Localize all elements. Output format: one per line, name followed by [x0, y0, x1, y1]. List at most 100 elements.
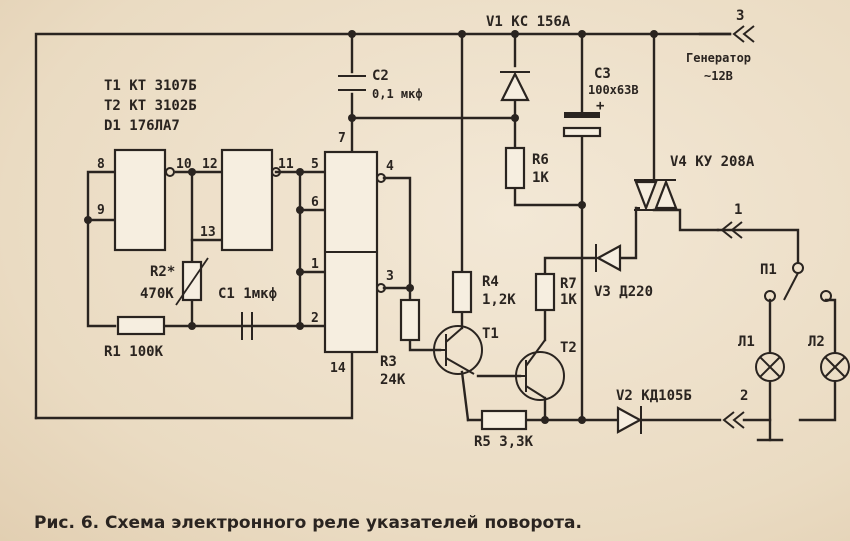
pin-14: 14 — [330, 361, 346, 376]
gate-d1-2 — [220, 148, 281, 252]
c3-polarity: + — [596, 98, 604, 114]
pin-12: 12 — [202, 157, 218, 172]
junction — [188, 168, 196, 176]
resistor-r1 — [116, 315, 166, 336]
pin-7: 7 — [338, 131, 346, 146]
connector-generator — [732, 25, 755, 43]
supply-rail-top — [34, 32, 732, 420]
v4-label: V4 КУ 208А — [670, 154, 755, 170]
v1-label: V1 КС 156А — [486, 14, 571, 30]
switch-feed-wire — [716, 228, 800, 264]
resistor-r7 — [534, 272, 556, 312]
lamp-l1-label: Л1 — [738, 334, 755, 350]
generator-name: Генератор — [686, 51, 751, 65]
lamp2-wire-bottom — [798, 380, 837, 422]
terminal-1-label: 1 — [734, 202, 742, 218]
resistor-r5 — [480, 409, 528, 431]
junction — [578, 201, 586, 209]
v3-label: V3 Д220 — [594, 284, 653, 300]
diode-v2 — [616, 406, 643, 434]
component-labels: V1 КС 156А C2 0,1 мкф C3 100х63В + R6 1К… — [104, 8, 825, 450]
pin-4: 4 — [386, 159, 394, 174]
junction — [348, 30, 356, 38]
r7-value: 1К — [560, 292, 577, 308]
parts-list: T1 КТ 3107Б T2 КТ 3102Б D1 176ЛА7 — [104, 78, 197, 134]
r2-value: 470К — [140, 286, 174, 302]
switch-label: П1 — [760, 262, 777, 278]
generator-voltage: ~12В — [704, 69, 733, 83]
trimmer-arrow — [175, 257, 209, 306]
pin-3: 3 — [386, 269, 394, 284]
t1-collector-wire — [460, 370, 470, 422]
junction — [84, 216, 92, 224]
pin-1: 1 — [311, 257, 319, 272]
pin-11: 11 — [278, 157, 294, 172]
inverter-bubble — [271, 167, 281, 177]
lamp-l1 — [755, 352, 785, 382]
pin-5: 5 — [311, 157, 319, 172]
r6-value: 1К — [532, 170, 549, 186]
switch-p1 — [764, 262, 832, 302]
r4-value: 1,2К — [482, 292, 516, 308]
parts-list-t2: T2 КТ 3102Б — [104, 98, 197, 114]
gate-d1-3-4 — [323, 150, 386, 354]
generator-pin: 3 — [736, 8, 744, 24]
c1-label: C1 1мкф — [218, 286, 277, 302]
c3-value: 100х63В — [588, 83, 639, 97]
junction — [458, 30, 466, 38]
junction — [511, 30, 519, 38]
r3-label: R3 — [380, 354, 397, 370]
junction — [541, 416, 549, 424]
pin-6: 6 — [311, 195, 319, 210]
junction — [296, 206, 304, 214]
pin4-r3-wire — [382, 176, 412, 302]
junction — [578, 416, 586, 424]
junction — [406, 284, 414, 292]
gate1-input-loop — [86, 170, 117, 328]
parts-list-d1: D1 176ЛА7 — [104, 118, 180, 134]
r3-value: 24К — [380, 372, 406, 388]
figure-caption: Рис. 6. Схема электронного реле указател… — [34, 513, 582, 533]
r7-label: R7 — [560, 276, 577, 292]
capacitor-c1 — [241, 312, 253, 340]
diode-v3 — [595, 244, 622, 272]
inverter-bubble — [376, 173, 386, 183]
lamp2-wire-top — [824, 298, 837, 354]
pin-13: 13 — [200, 225, 216, 240]
junction — [296, 268, 304, 276]
lamp-l2-label: Л2 — [808, 334, 825, 350]
nand-gate-1 — [113, 148, 167, 252]
t2-label: T2 — [560, 340, 577, 356]
nand-gate-2 — [220, 148, 274, 252]
inverter-bubble — [165, 167, 175, 177]
junction — [188, 322, 196, 330]
capacitor-c2 — [338, 75, 366, 91]
thyristor-v4 — [634, 178, 678, 212]
c2-label: C2 — [372, 68, 389, 84]
lamp-l2 — [820, 352, 850, 382]
terminal-2-label: 2 — [740, 388, 748, 404]
resistor-r6 — [504, 146, 526, 190]
r5-label: R5 3,3К — [474, 434, 534, 450]
r4-label: R4 — [482, 274, 499, 290]
junction — [296, 322, 304, 330]
c2-value: 0,1 мкф — [372, 87, 423, 101]
r6-label: R6 — [532, 152, 549, 168]
zener-v1 — [500, 71, 530, 102]
pin-10: 10 — [176, 157, 192, 172]
r2-label: R2* — [150, 264, 175, 280]
pin-9: 9 — [97, 203, 105, 218]
junction — [650, 30, 658, 38]
c3-label: C3 — [594, 66, 611, 82]
pin-2: 2 — [311, 311, 319, 326]
r1-label: R1 100К — [104, 344, 164, 360]
junction — [511, 114, 519, 122]
junction — [296, 168, 304, 176]
v3-gate-wire — [620, 206, 638, 260]
pin-8: 8 — [97, 157, 105, 172]
pin-numbers: 8 9 10 12 13 11 5 6 1 2 7 4 3 14 — [97, 131, 394, 376]
junction — [348, 114, 356, 122]
connector-1 — [720, 221, 743, 239]
